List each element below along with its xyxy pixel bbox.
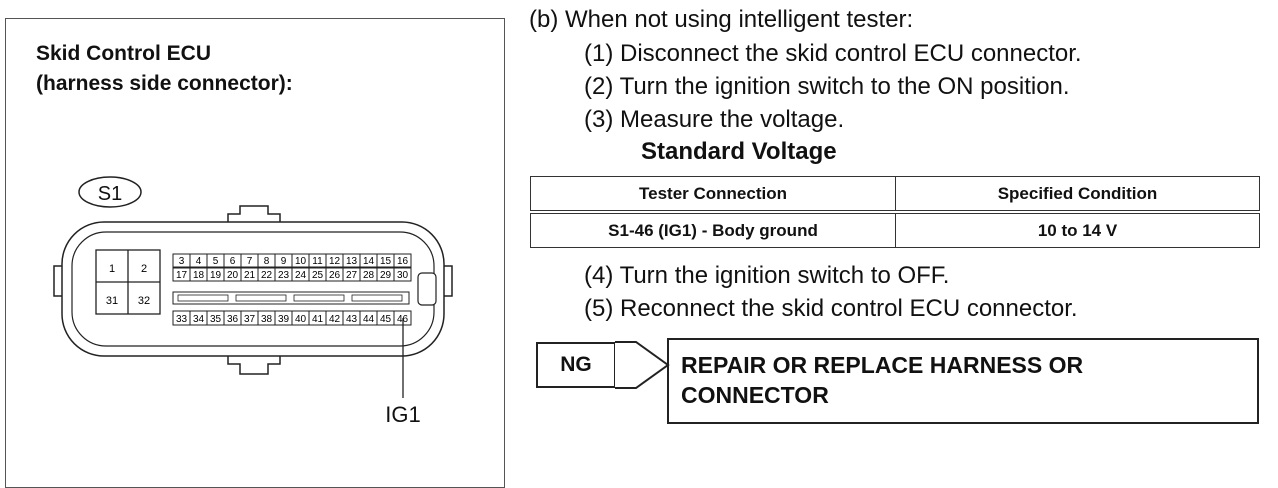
pin-42: 42 (329, 314, 341, 325)
pin-37: 37 (244, 314, 256, 325)
repair-action-box: REPAIR OR REPLACE HARNESS OR CONNECTOR (667, 338, 1259, 424)
pin-6: 6 (230, 256, 236, 267)
pin-12: 12 (329, 256, 341, 267)
big-pin-block: 1 2 31 32 (95, 249, 161, 315)
repair-action-line2: CONNECTOR (681, 382, 829, 408)
pin-27: 27 (346, 270, 358, 281)
header-tester-connection: Tester Connection (530, 176, 896, 214)
pin-23: 23 (278, 270, 290, 281)
pin-4: 4 (196, 256, 202, 267)
table-row: S1-46 (IG1) - Body ground 10 to 14 V (530, 211, 1260, 248)
pin-33: 33 (176, 314, 188, 325)
pin-36: 36 (227, 314, 239, 325)
pin-10: 10 (295, 256, 307, 267)
spec-table-header: Tester Connection Specified Condition (530, 176, 1260, 214)
pin-44: 44 (363, 314, 375, 325)
connector-id-ellipse (78, 176, 142, 208)
pin-15: 15 (380, 256, 392, 267)
pin-16: 16 (397, 256, 409, 267)
pin-26: 26 (329, 270, 341, 281)
pin-28: 28 (363, 270, 375, 281)
pin-39: 39 (278, 314, 290, 325)
cell-specified-condition: 10 to 14 V (895, 211, 1260, 248)
pin-24: 24 (295, 270, 307, 281)
pin-18: 18 (193, 270, 205, 281)
cell-tester-connection: S1-46 (IG1) - Body ground (530, 211, 896, 248)
pin-17: 17 (176, 270, 188, 281)
pin-2: 2 (141, 263, 147, 275)
connector-bottom-tab (227, 356, 281, 375)
connector-top-tab (227, 205, 281, 222)
pin-30: 30 (397, 270, 409, 281)
ng-label: NG (536, 342, 616, 388)
pin-43: 43 (346, 314, 358, 325)
pin-9: 9 (281, 256, 287, 267)
connector-id: S1 (98, 183, 122, 205)
pin-20: 20 (227, 270, 239, 281)
pin-14: 14 (363, 256, 375, 267)
pin-31: 31 (106, 295, 118, 307)
pin-41: 41 (312, 314, 324, 325)
ig1-label: IG1 (385, 402, 420, 427)
step-3: (3) Measure the voltage. (584, 106, 845, 133)
pin-8: 8 (264, 256, 270, 267)
pin-11: 11 (312, 256, 323, 267)
connector-right-ear (442, 265, 453, 297)
pin-3: 3 (179, 256, 185, 267)
header-specified-condition: Specified Condition (895, 176, 1260, 214)
pin-cell (393, 267, 412, 282)
pin-1: 1 (109, 263, 115, 275)
connector-left-ear (53, 265, 64, 297)
connector-body-outer (61, 221, 445, 357)
step-1: (1) Disconnect the skid control ECU conn… (584, 40, 1082, 67)
pin-34: 34 (193, 314, 205, 325)
pin-35: 35 (210, 314, 222, 325)
pin-13: 13 (346, 256, 358, 267)
step-b: (b) When not using intelligent tester: (529, 6, 914, 33)
pin-21: 21 (244, 270, 256, 281)
ng-arrow-icon (615, 341, 670, 389)
standard-voltage-title: Standard Voltage (641, 138, 837, 165)
connector-latch (417, 272, 437, 306)
pin-40: 40 (295, 314, 307, 325)
pin-5: 5 (213, 256, 219, 267)
pin-7: 7 (247, 256, 253, 267)
figure-title-line1: Skid Control ECU (36, 42, 212, 65)
pin-38: 38 (261, 314, 273, 325)
pin-22: 22 (261, 270, 273, 281)
pin-45: 45 (380, 314, 392, 325)
step-5: (5) Reconnect the skid control ECU conne… (584, 295, 1078, 322)
pin-row-2: 17 18 19 20 21 22 23 24 25 26 27 28 29 30 (172, 267, 412, 282)
pin-cell (393, 253, 412, 268)
pin-25: 25 (312, 270, 324, 281)
step-4: (4) Turn the ignition switch to OFF. (584, 262, 950, 289)
pin-29: 29 (380, 270, 392, 281)
figure-title-line2: (harness side connector): (36, 72, 293, 95)
pin-slot-bar (172, 291, 410, 305)
repair-action-line1: REPAIR OR REPLACE HARNESS OR (681, 352, 1084, 378)
pin-19: 19 (210, 270, 222, 281)
step-2: (2) Turn the ignition switch to the ON p… (584, 73, 1070, 100)
pin-32: 32 (138, 295, 150, 307)
spec-table: Tester Connection Specified Condition S1… (530, 176, 1260, 248)
